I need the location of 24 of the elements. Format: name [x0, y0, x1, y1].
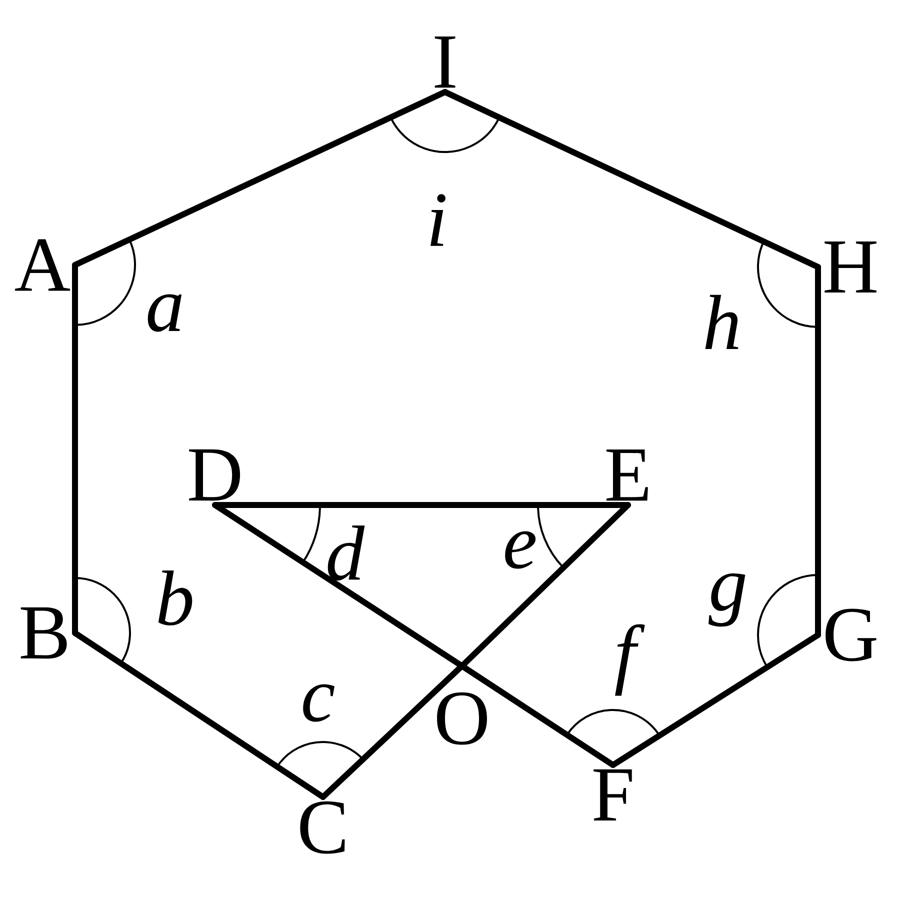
- line-segment: [72, 630, 326, 800]
- point-label: F: [594, 769, 632, 820]
- angle-label: a: [148, 294, 182, 332]
- angle-label: i: [430, 194, 446, 246]
- angle-label: b: [158, 570, 192, 626]
- angle-label: c: [303, 684, 334, 722]
- point-label: B: [20, 607, 67, 659]
- line-segment: [72, 262, 78, 636]
- point-label: O: [437, 692, 487, 745]
- line-segment: [442, 89, 821, 270]
- point-label: G: [826, 608, 876, 662]
- angle-label: g: [708, 573, 746, 627]
- angle-label: d: [328, 526, 365, 580]
- point-label: C: [300, 801, 345, 854]
- line-segment: [320, 663, 465, 800]
- point-label: I: [434, 36, 456, 88]
- line-segment: [72, 89, 448, 268]
- angle-label: e: [505, 531, 536, 569]
- point-label: H: [824, 241, 876, 293]
- angle-label: f: [615, 624, 645, 696]
- angle-label: h: [705, 294, 738, 350]
- point-label: D: [189, 449, 240, 501]
- point-label: A: [15, 239, 70, 291]
- point-label: E: [606, 450, 648, 501]
